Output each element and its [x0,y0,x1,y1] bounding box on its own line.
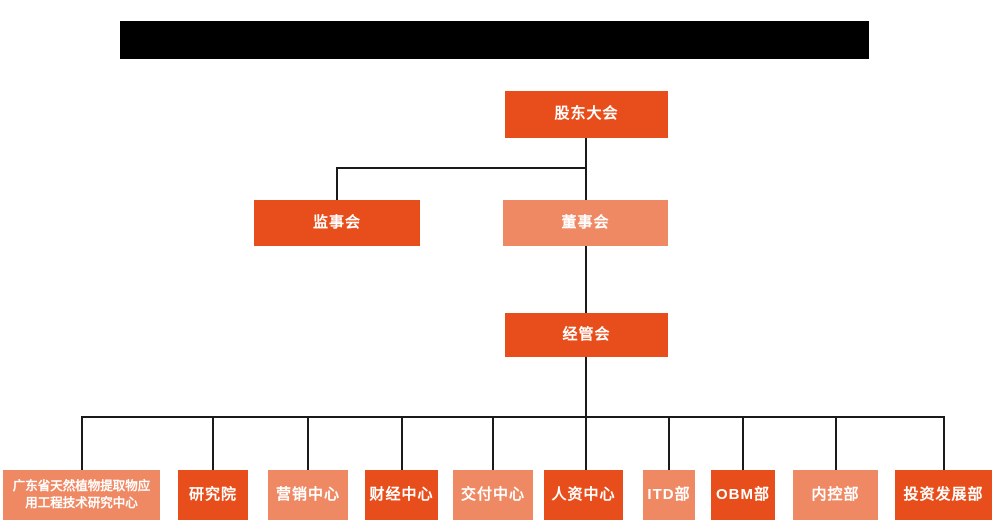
org-box-label: 营销中心 [275,485,340,503]
connector-drop-4 [401,416,403,470]
connector-drop-3 [307,416,309,470]
org-box-board-of-directors: 董事会 [503,200,668,246]
org-box-label: 研究院 [188,485,237,503]
org-box-label: 交付中心 [460,485,525,503]
org-box-obm-dept: OBM部 [711,470,775,520]
connector-management-to-bus [585,357,587,417]
org-box-delivery-center: 交付中心 [453,470,533,520]
org-box-hr-center: 人资中心 [544,470,623,520]
org-box-investment-development-dept: 投资发展部 [895,470,992,520]
connector-to-supervisory-board [336,167,338,200]
org-box-label: OBM部 [716,485,770,503]
org-box-marketing-center: 营销中心 [268,470,348,520]
org-box-label: 经管会 [562,325,611,343]
connector-bus-horizontal [81,416,944,418]
connector-drop-8 [742,416,744,470]
connector-drop-7 [668,416,670,470]
org-box-research-institute: 研究院 [178,470,248,520]
org-box-label: 监事会 [312,213,361,231]
org-box-gd-research-center: 广东省天然植物提取物应用工程技术研究中心 [3,470,160,520]
org-box-management-committee: 经管会 [505,313,668,357]
connector-board-to-management [585,246,587,313]
connector-shareholders-to-board [585,138,587,200]
org-box-label: 董事会 [561,213,610,231]
org-box-label: 财经中心 [369,485,434,503]
connector-branch-horizontal [336,167,587,169]
org-box-label: 内控部 [811,485,860,503]
connector-drop-6 [585,416,587,470]
connector-drop-2 [212,416,214,470]
org-box-label: ITD部 [647,485,691,503]
org-box-label: 广东省天然植物提取物应用工程技术研究中心 [12,479,151,510]
redacted-title-bar [120,21,869,59]
org-box-label: 人资中心 [551,485,616,503]
connector-drop-9 [835,416,837,470]
connector-drop-10 [943,416,945,470]
org-box-shareholders-meeting: 股东大会 [505,91,668,138]
org-box-internal-control-dept: 内控部 [793,470,878,520]
org-box-finance-center: 财经中心 [365,470,438,520]
org-box-label: 投资发展部 [903,485,984,503]
connector-drop-5 [492,416,494,470]
org-box-supervisory-board: 监事会 [254,200,420,246]
org-box-itd-dept: ITD部 [643,470,695,520]
connector-drop-1 [81,416,83,470]
org-box-label: 股东大会 [554,105,619,123]
